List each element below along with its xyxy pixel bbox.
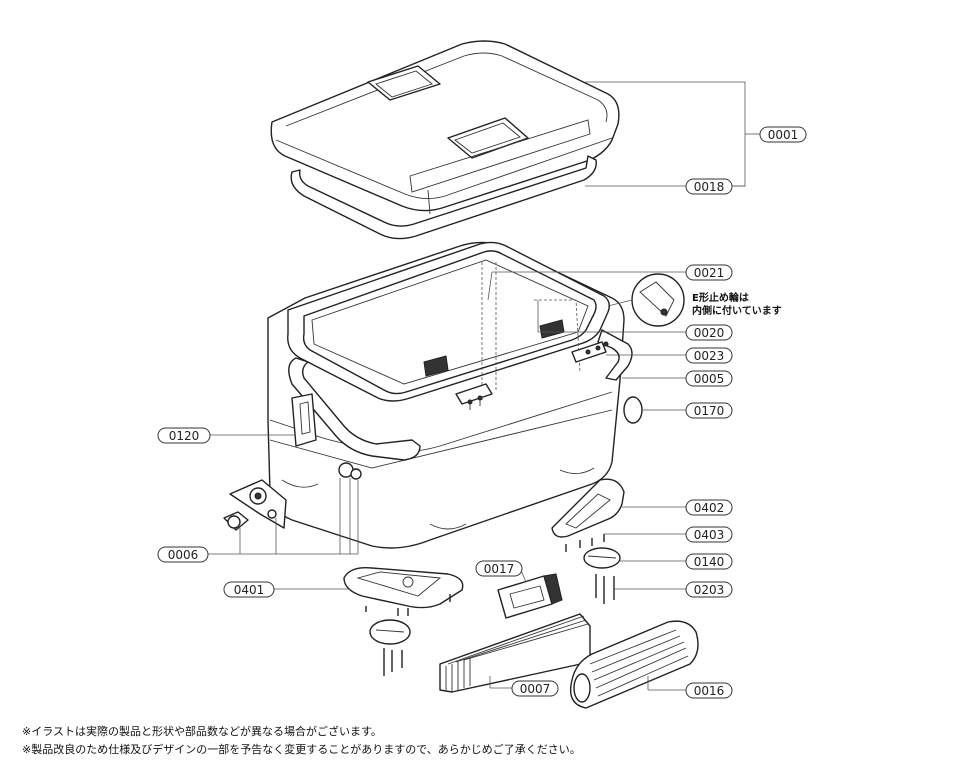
callout-0203: 0203 (685, 581, 733, 598)
callout-code: 0007 (520, 682, 551, 696)
grip-cover-part (569, 620, 699, 709)
callout-0021: 0021 (685, 264, 733, 281)
detail-callout-circle (607, 273, 685, 327)
callout-0120: 0120 (157, 427, 211, 444)
callout-code: 0021 (694, 266, 725, 280)
callout-0018: 0018 (685, 178, 733, 195)
callout-0007: 0007 (511, 680, 559, 697)
foot-right-screws (565, 534, 605, 552)
lid-part (270, 40, 620, 215)
foam-pads-part (439, 613, 591, 693)
clip-block-part (497, 573, 563, 619)
callout-0023: 0023 (685, 347, 733, 364)
callout-code: 0170 (694, 404, 725, 418)
lid-gasket-part (290, 155, 597, 240)
callout-code: 0140 (694, 555, 725, 569)
foot-left-part (343, 567, 464, 609)
detail-note-line2: 内側に付いています (692, 304, 782, 317)
callout-0005: 0005 (685, 370, 733, 387)
callout-0001: 0001 (759, 126, 807, 143)
callout-0402: 0402 (685, 499, 733, 516)
callout-code: 0005 (694, 372, 725, 386)
callout-code: 0020 (694, 326, 725, 340)
callout-code: 0001 (768, 128, 799, 142)
callout-code: 0403 (694, 528, 725, 542)
sticker-part (623, 396, 643, 424)
callout-code: 0203 (694, 583, 725, 597)
callout-0170: 0170 (685, 402, 733, 419)
callout-code: 0401 (234, 583, 265, 597)
callout-0403: 0403 (685, 526, 733, 543)
callout-code: 0120 (169, 429, 200, 443)
callout-0140: 0140 (685, 553, 733, 570)
footnote-2: ※製品改良のため仕様及びデザインの一部を予告なく変更することがありますので、あら… (22, 743, 581, 756)
callout-0017: 0017 (475, 560, 523, 577)
callout-code: 0018 (694, 180, 725, 194)
callout-code: 0006 (168, 548, 199, 562)
callout-code: 0017 (484, 562, 515, 576)
callout-0006: 0006 (157, 546, 209, 563)
caster-right-part (583, 547, 621, 604)
caster-left-part (369, 619, 411, 676)
leader-lines (208, 81, 760, 691)
callout-0401: 0401 (223, 581, 275, 598)
detail-note-line1: E形止め輪は (692, 291, 749, 304)
callout-0020: 0020 (685, 324, 733, 341)
drain-plug-part (223, 462, 362, 531)
callout-code: 0016 (694, 684, 725, 698)
side-clip-part (291, 393, 317, 447)
callout-code: 0402 (694, 501, 725, 515)
foot-left-screws (365, 594, 451, 616)
callout-0016: 0016 (685, 682, 733, 699)
latch-screws (467, 341, 609, 410)
foot-right-part (551, 478, 625, 538)
callout-code: 0023 (694, 349, 725, 363)
footnote-1: ※イラストは実際の製品と形状や部品数などが異なる場合がございます。 (22, 725, 382, 738)
